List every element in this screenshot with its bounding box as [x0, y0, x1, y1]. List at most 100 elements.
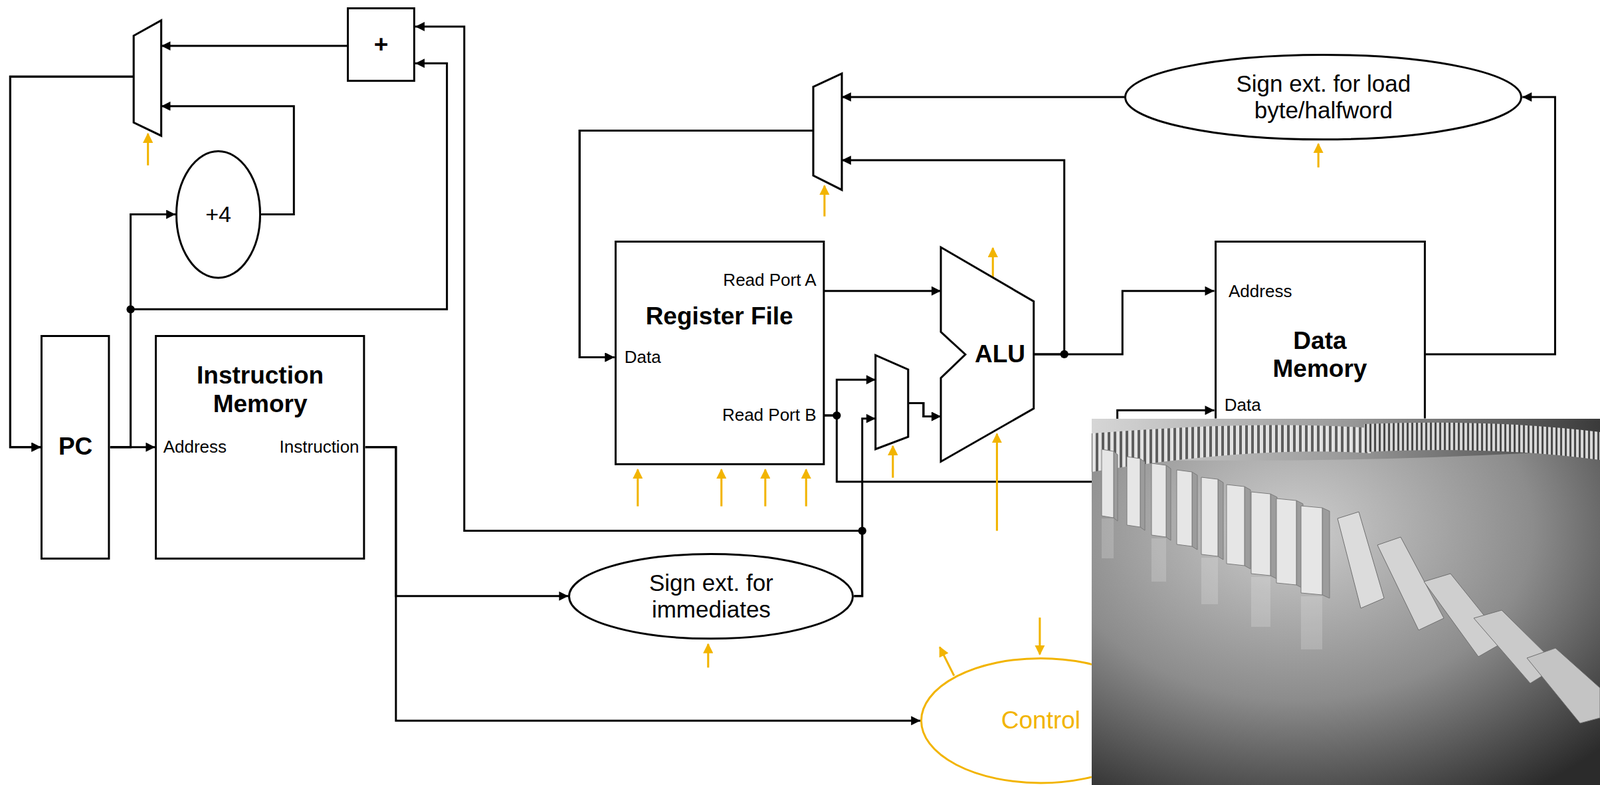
mux-input-arrow	[866, 413, 876, 424]
port-label: Address	[1228, 281, 1292, 302]
port-label: Read Port B	[722, 405, 817, 426]
outline-group	[41, 335, 109, 559]
mux-input-arrow	[866, 374, 876, 385]
data-wire	[579, 97, 1125, 358]
control-signal	[764, 469, 767, 506]
port-label: Address	[163, 437, 227, 458]
control-signal	[996, 433, 999, 531]
outline-group	[1215, 241, 1425, 465]
node-title: Sign ext. for load byte/halfword	[1213, 70, 1434, 125]
branch-adder: +	[346, 7, 416, 82]
program-counter-shape	[41, 335, 109, 559]
load-sign-extender-shape	[1125, 54, 1522, 139]
pc-mux	[133, 20, 161, 137]
data-memory-shape	[1215, 241, 1425, 465]
junction-dot	[858, 526, 867, 535]
domino	[1151, 463, 1167, 537]
port-label: Read Port A	[722, 270, 816, 291]
control-signal	[939, 647, 955, 676]
pc-increment-shape	[176, 150, 261, 278]
load-sign-extender: Sign ext. for load byte/halfword	[1124, 53, 1523, 141]
instruction-memory-shape	[156, 335, 365, 559]
control-signal	[992, 247, 995, 278]
mux-input-arrow	[161, 101, 171, 111]
node-title: Control	[1001, 706, 1081, 735]
mux-input-arrow	[161, 41, 171, 51]
domino	[1201, 477, 1218, 557]
junction-dot	[1060, 350, 1069, 359]
domino-side	[1217, 479, 1224, 560]
control-signal	[805, 469, 808, 506]
domino-side	[1113, 451, 1118, 521]
register-file-shape	[615, 241, 824, 465]
domino-reflection	[1300, 596, 1323, 650]
mux-input-arrow	[841, 155, 852, 165]
domino-reflection	[1251, 576, 1271, 627]
domino	[1251, 491, 1271, 576]
mux-input-arrow	[841, 92, 852, 102]
writeback-mux	[813, 73, 842, 191]
domino-reflection	[1101, 518, 1114, 559]
program-counter: PC	[40, 334, 110, 560]
junction-dot	[832, 411, 841, 420]
data-wire	[1033, 291, 1215, 355]
immediate-sign-extender-shape	[569, 553, 854, 638]
port-label: Instruction	[279, 437, 360, 458]
data-memory: Data Memory AddressData	[1214, 240, 1426, 466]
outline-group	[569, 553, 854, 638]
outline-group	[348, 7, 415, 81]
port-label: Data	[1224, 395, 1262, 416]
node-title: +4	[205, 201, 232, 228]
standing-dominoes	[1101, 449, 1330, 599]
domino	[1226, 484, 1245, 566]
domino-side	[1140, 458, 1145, 531]
control-signal	[1038, 617, 1041, 654]
domino	[1526, 647, 1600, 723]
domino	[1101, 449, 1114, 518]
port-label: Data	[624, 347, 662, 368]
domino-reflection	[1151, 538, 1167, 582]
branch-adder-shape	[348, 7, 415, 81]
domino	[1300, 505, 1323, 595]
node-title: ALU	[974, 340, 1026, 369]
node-title: Register File	[645, 302, 794, 331]
domino	[1176, 469, 1193, 547]
alu: ALU	[940, 247, 1034, 462]
domino-side	[1322, 507, 1330, 599]
domino-photo	[1091, 418, 1600, 785]
domino-side	[1244, 486, 1251, 569]
pc-increment: +4	[175, 150, 262, 280]
outline-group	[921, 658, 1161, 783]
domino-ring	[1364, 422, 1600, 460]
control-signal	[636, 469, 639, 506]
junction-dot	[126, 304, 135, 313]
control-signal	[1317, 144, 1320, 168]
domino	[1126, 456, 1141, 527]
control-unit: Control	[920, 657, 1161, 784]
outline-group	[615, 241, 824, 465]
instruction-memory: Instruction MemoryAddress Instruction	[154, 334, 365, 560]
domino	[1337, 511, 1385, 608]
node-title: Instruction Memory	[174, 361, 347, 418]
photo-floor	[1091, 418, 1600, 785]
immediate-sign-extender: Sign ext. for immediates	[568, 552, 854, 640]
node-title: +	[374, 30, 389, 60]
register-file: Register File Read Port A DataRead Port B	[614, 240, 825, 466]
domino-side	[1166, 465, 1171, 541]
data-wire	[1425, 97, 1555, 355]
data-wire	[415, 26, 863, 597]
node-title: Sign ext. for immediates	[624, 569, 798, 624]
alu-mux	[875, 354, 909, 449]
domino-reflection	[1201, 557, 1218, 604]
node-title: Data Memory	[1263, 326, 1377, 384]
data-wire	[824, 289, 941, 292]
control-signal	[146, 133, 149, 166]
domino-side	[1192, 471, 1198, 550]
alu-shape	[940, 247, 1034, 462]
control-signal	[706, 643, 709, 668]
outline-group	[176, 150, 261, 278]
control-signal	[823, 185, 826, 216]
control-unit-shape	[921, 658, 1161, 783]
control-signal	[720, 469, 723, 506]
